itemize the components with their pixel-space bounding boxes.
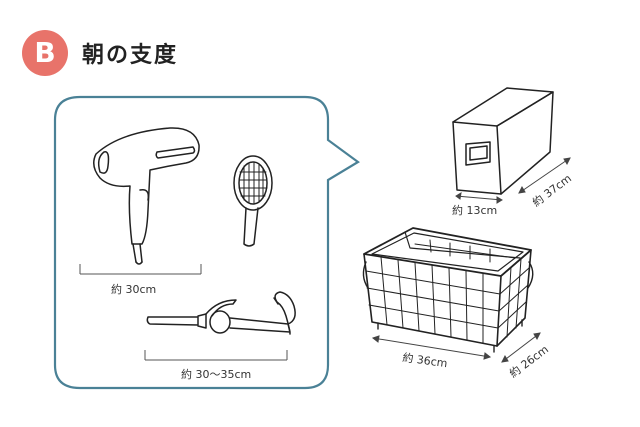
section-title: 朝の支度 [82,43,179,68]
storage-box-depth-arrow [518,157,571,194]
curling-iron-size-bracket [144,350,288,361]
hair-brush-illustration [233,155,273,247]
section-badge: B [22,30,68,76]
wire-basket-depth-label: 約 26cm [506,342,551,380]
curling-iron-illustration [146,291,296,335]
storage-box-width-label: 約 13cm [452,203,497,217]
storage-box-depth-label: 約 37cm [529,171,574,209]
wire-basket-width-arrow [371,335,492,360]
storage-box-illustration [452,87,554,195]
callout-bubble [53,95,360,390]
storage-box-width-arrow [455,192,503,204]
curling-iron-size-label: 約 30〜35cm [181,367,251,381]
hair-dryer-size-label: 約 30cm [111,282,156,296]
hair-dryer-illustration [93,127,200,265]
hair-dryer-size-bracket [79,264,202,275]
wire-basket-depth-arrow [501,332,541,363]
wire-basket-illustration [362,227,534,353]
wire-basket-width-label: 約 36cm [402,350,449,370]
